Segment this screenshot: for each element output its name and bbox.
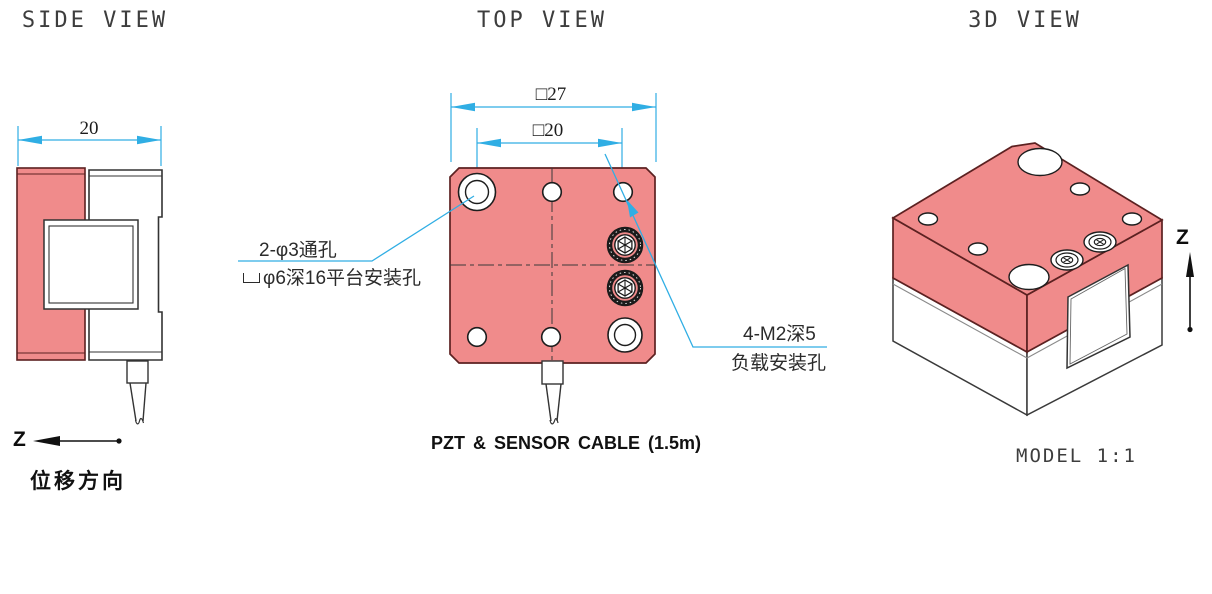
side-cable: [126, 360, 149, 425]
outer-dimension-text: □27: [535, 84, 567, 105]
top-outer-dimension: [450, 93, 657, 162]
base-top-edge-left: [892, 283, 1028, 359]
top-face-holes: [917, 147, 1143, 291]
left-callout-line2-text: φ6深16平台安装孔: [263, 268, 422, 289]
side-moving-platform: [43, 219, 139, 310]
threed-z-axis-arrow: [1186, 252, 1194, 333]
side-view-drawing: [16, 126, 163, 446]
recessed-screw-right: [1083, 231, 1117, 253]
side-z-label: Z: [13, 428, 26, 451]
hex-socket-screw-upper: [606, 226, 644, 264]
model-scale-label: MODEL 1:1: [1016, 445, 1137, 467]
hex-socket-screw-lower: [606, 269, 644, 307]
right-callout-line1: 4-M2深5: [743, 324, 816, 345]
displacement-direction-caption: 位移方向: [30, 470, 126, 493]
right-callout-leader: [604, 153, 827, 348]
right-callout-line2: 负载安装孔: [731, 353, 827, 374]
cable-label: PZT & SENSOR CABLE (1.5m): [430, 433, 702, 453]
side-z-axis-arrow: [33, 436, 122, 446]
three-d-view-title: 3D VIEW: [968, 8, 1082, 33]
threed-z-label: Z: [1176, 226, 1189, 249]
counterbore-symbol-icon: [243, 273, 260, 283]
counterbore-hole-topleft: [457, 172, 497, 212]
counterbore-hole-bottomright: [607, 317, 643, 353]
top-view-drawing: [238, 93, 827, 425]
side-view-title: SIDE VIEW: [21, 8, 169, 33]
top-centerlines: [450, 168, 655, 384]
left-callout-line2: φ6深16平台安装孔: [243, 263, 421, 290]
inner-dimension-text: □20: [532, 120, 564, 141]
top-view-title: TOP VIEW: [477, 8, 607, 33]
recessed-screw-left: [1050, 249, 1084, 271]
side-width-dimension: [17, 126, 162, 166]
three-d-view-drawing: [891, 142, 1194, 417]
side-aperture-window: [1066, 263, 1131, 370]
side-width-dimension-text: 20: [79, 118, 99, 139]
left-callout-line1: 2-φ3通孔: [259, 240, 337, 261]
left-callout-leader: [238, 195, 475, 262]
top-cable: [541, 360, 564, 425]
